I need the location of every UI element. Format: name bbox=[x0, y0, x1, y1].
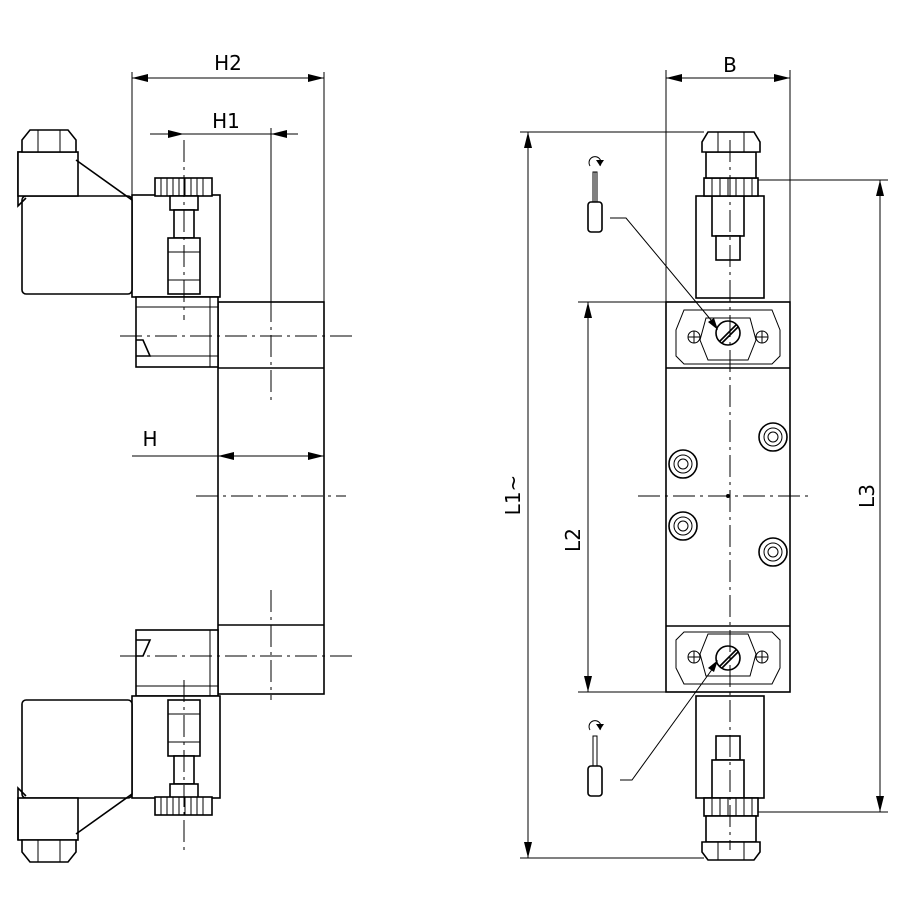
dimension-h2: H2 bbox=[131, 51, 325, 302]
label-h1: H1 bbox=[212, 109, 240, 133]
screwdriver-icon-bottom bbox=[587, 660, 718, 797]
top-operator bbox=[695, 131, 765, 299]
side-view: H2 H1 H bbox=[17, 51, 352, 863]
label-l2: L2 bbox=[561, 528, 585, 552]
dimension-h: H bbox=[132, 427, 324, 460]
screwdriver-icon-top bbox=[587, 156, 718, 330]
top-connector-plug bbox=[21, 195, 133, 295]
dimension-b: B bbox=[665, 53, 791, 302]
label-l3: L3 bbox=[855, 484, 879, 508]
label-h: H bbox=[142, 427, 157, 451]
top-cable-gland-nut bbox=[21, 129, 77, 153]
bottom-connector-plug bbox=[21, 699, 133, 799]
label-l1: L1~ bbox=[501, 475, 525, 516]
bottom-end-cap bbox=[675, 631, 781, 685]
label-h2: H2 bbox=[214, 51, 242, 75]
top-override-screw bbox=[715, 320, 741, 346]
mounting-ports bbox=[668, 422, 788, 567]
front-view: B L1~ L2 L3 bbox=[501, 53, 888, 861]
label-b: B bbox=[723, 53, 737, 77]
bottom-cable-gland-nut bbox=[21, 839, 77, 863]
dimension-l1: L1~ bbox=[501, 131, 704, 859]
bottom-override-screw bbox=[715, 645, 741, 671]
dimension-h1: H1 bbox=[150, 109, 298, 300]
dimension-l2: L2 bbox=[561, 301, 666, 693]
bottom-front-nut bbox=[701, 841, 761, 861]
top-front-nut bbox=[701, 131, 761, 153]
dimension-l3: L3 bbox=[758, 179, 888, 813]
